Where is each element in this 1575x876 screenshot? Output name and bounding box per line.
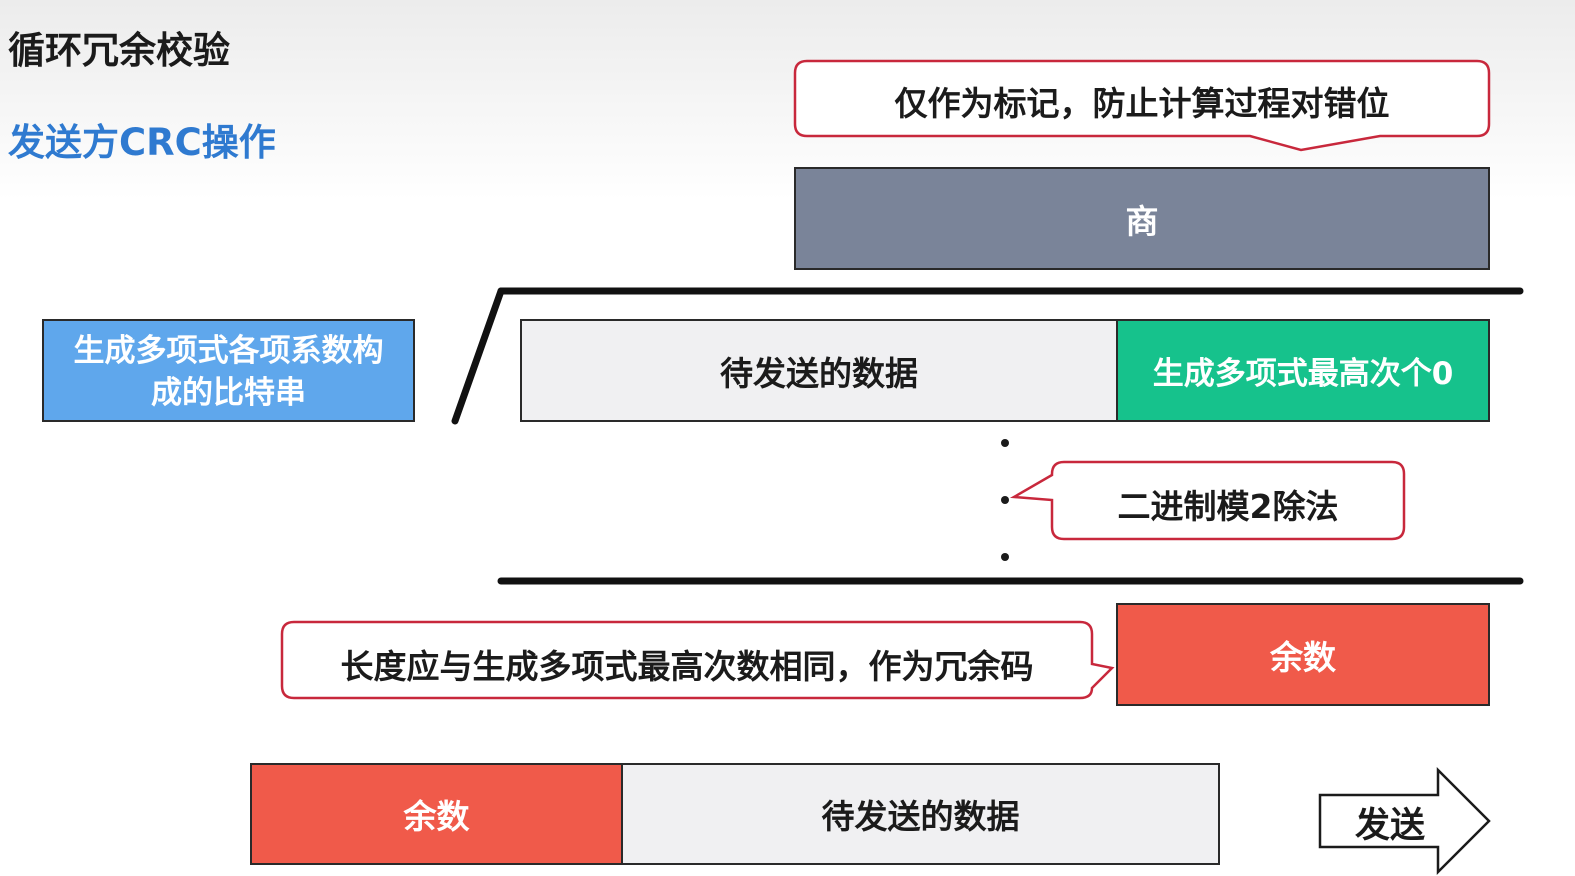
frame-remainder-label: 余数 [403,797,470,836]
appended-zeros-label: 生成多项式最高次个0 [1152,356,1454,392]
frame-remainder-box: 余数 [250,763,623,865]
appended-zeros-box: 生成多项式最高次个0 [1116,319,1490,422]
frame-data-label: 待发送的数据 [821,797,1020,836]
marker-note-callout [793,59,1491,152]
generator-coefficients-label: 生成多项式各项系数构成的比特串 [73,332,384,411]
remainder-note: 长度应与生成多项式最高次数相同，作为冗余码 [340,647,1034,686]
frame-data-box: 待发送的数据 [621,763,1220,865]
remainder-box: 余数 [1116,603,1490,706]
division-bracket-slant [451,287,505,425]
send-arrow-icon [1318,766,1491,876]
remainder-label: 余数 [1270,637,1336,677]
generator-coefficients-box: 生成多项式各项系数构成的比特串 [42,319,415,422]
ellipsis-dot [1001,553,1009,561]
page-subtitle: 发送方CRC操作 [8,121,276,164]
send-label: 发送 [1354,806,1425,846]
dividend-data-box: 待发送的数据 [520,319,1118,422]
remainder-note-callout [280,620,1115,700]
quotient-box: 商 [794,167,1490,270]
marker-note: 仅作为标记，防止计算过程对错位 [894,84,1390,123]
dividend-data-label: 待发送的数据 [720,353,918,393]
ellipsis-dot [1001,439,1009,447]
division-note-callout [1009,460,1406,541]
quotient-label: 商 [1125,201,1159,241]
page-title: 循环冗余校验 [8,29,230,72]
division-note: 二进制模2除法 [1117,487,1339,526]
ellipsis-dot [1001,496,1009,504]
